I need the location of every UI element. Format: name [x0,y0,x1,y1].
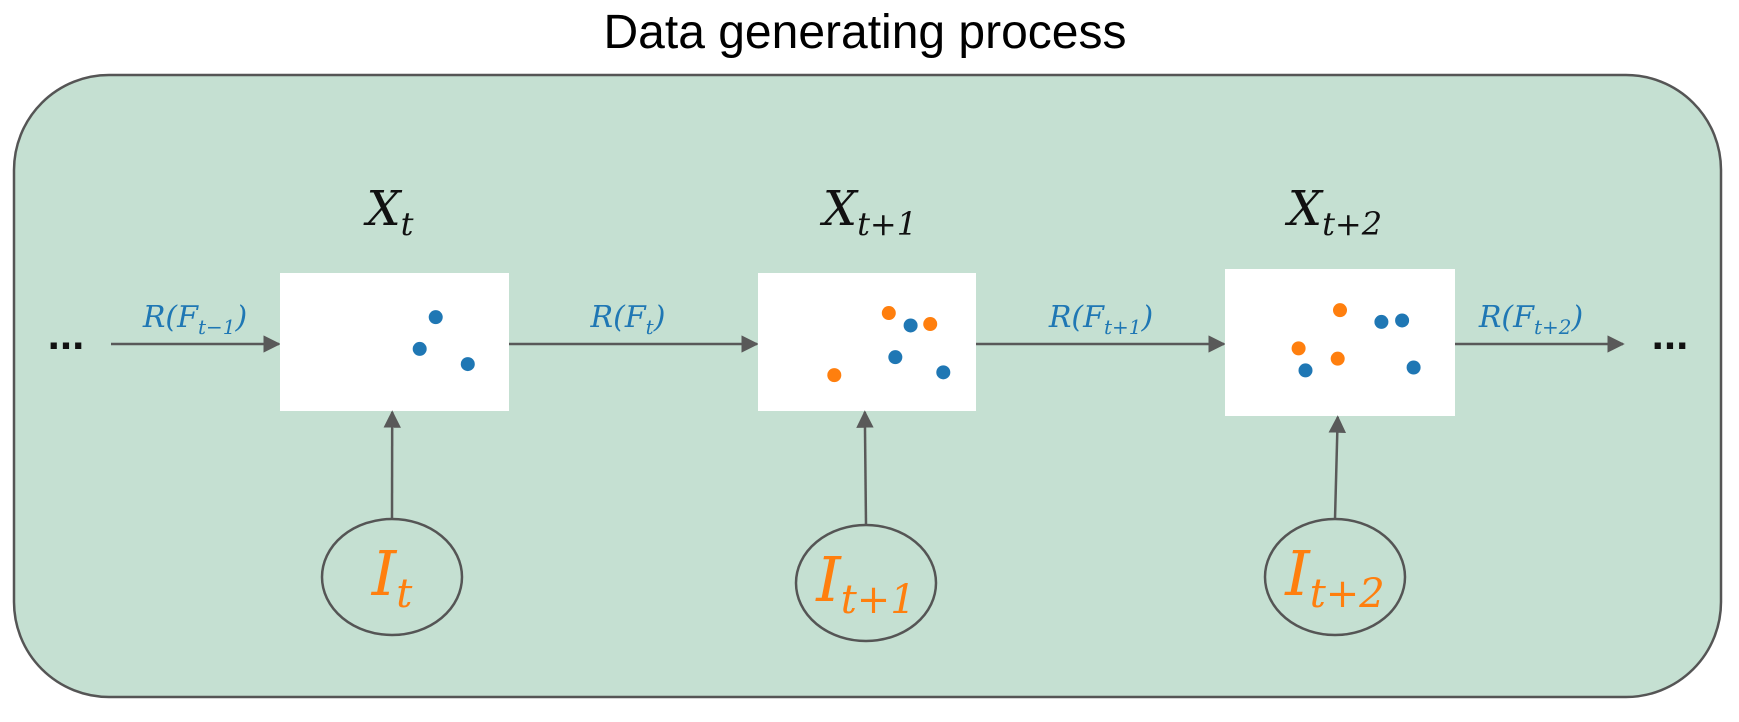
observation-box [280,273,509,411]
transition-label: R(Ft+1) [1048,300,1153,339]
input-arrow [856,410,874,526]
orange-point [1291,341,1306,356]
blue-point [903,318,918,333]
right-ellipsis: ... [1652,310,1689,359]
transition-label: R(Ft) [590,300,666,339]
input-label: It+1 [815,543,916,623]
observation-label: Xt+1 [819,181,917,243]
orange-point [881,306,896,321]
blue-point [428,310,443,325]
transition-label: R(Ft−1) [142,300,247,339]
input-node [320,517,464,637]
observation-label: Xt [362,181,413,243]
orange-point [923,317,938,332]
blue-point [1298,363,1313,378]
orange-point [1333,303,1347,318]
transition-label: R(Ft+2) [1478,300,1583,339]
orange-point [1330,351,1345,366]
blue-point [1406,360,1421,375]
blue-point [460,357,475,372]
stage: Xt+2It+2 [1225,181,1455,637]
orange-point [827,368,842,383]
blue-point [1395,313,1410,328]
diagram-title: Data generating process [604,6,1127,59]
observation-box [758,273,976,411]
blue-point [1374,314,1389,329]
input-label: It [371,537,414,617]
blue-point [412,341,427,356]
left-ellipsis: ... [48,310,85,359]
observation-label: Xt+2 [1284,181,1382,243]
input-node [1263,517,1407,637]
input-arrow [1328,415,1347,520]
blue-point [936,365,951,380]
input-node [794,523,938,643]
stage: Xt+1It+1 [758,181,976,643]
input-label: It+2 [1284,537,1385,617]
observation-box [1225,269,1455,416]
blue-point [888,350,903,365]
